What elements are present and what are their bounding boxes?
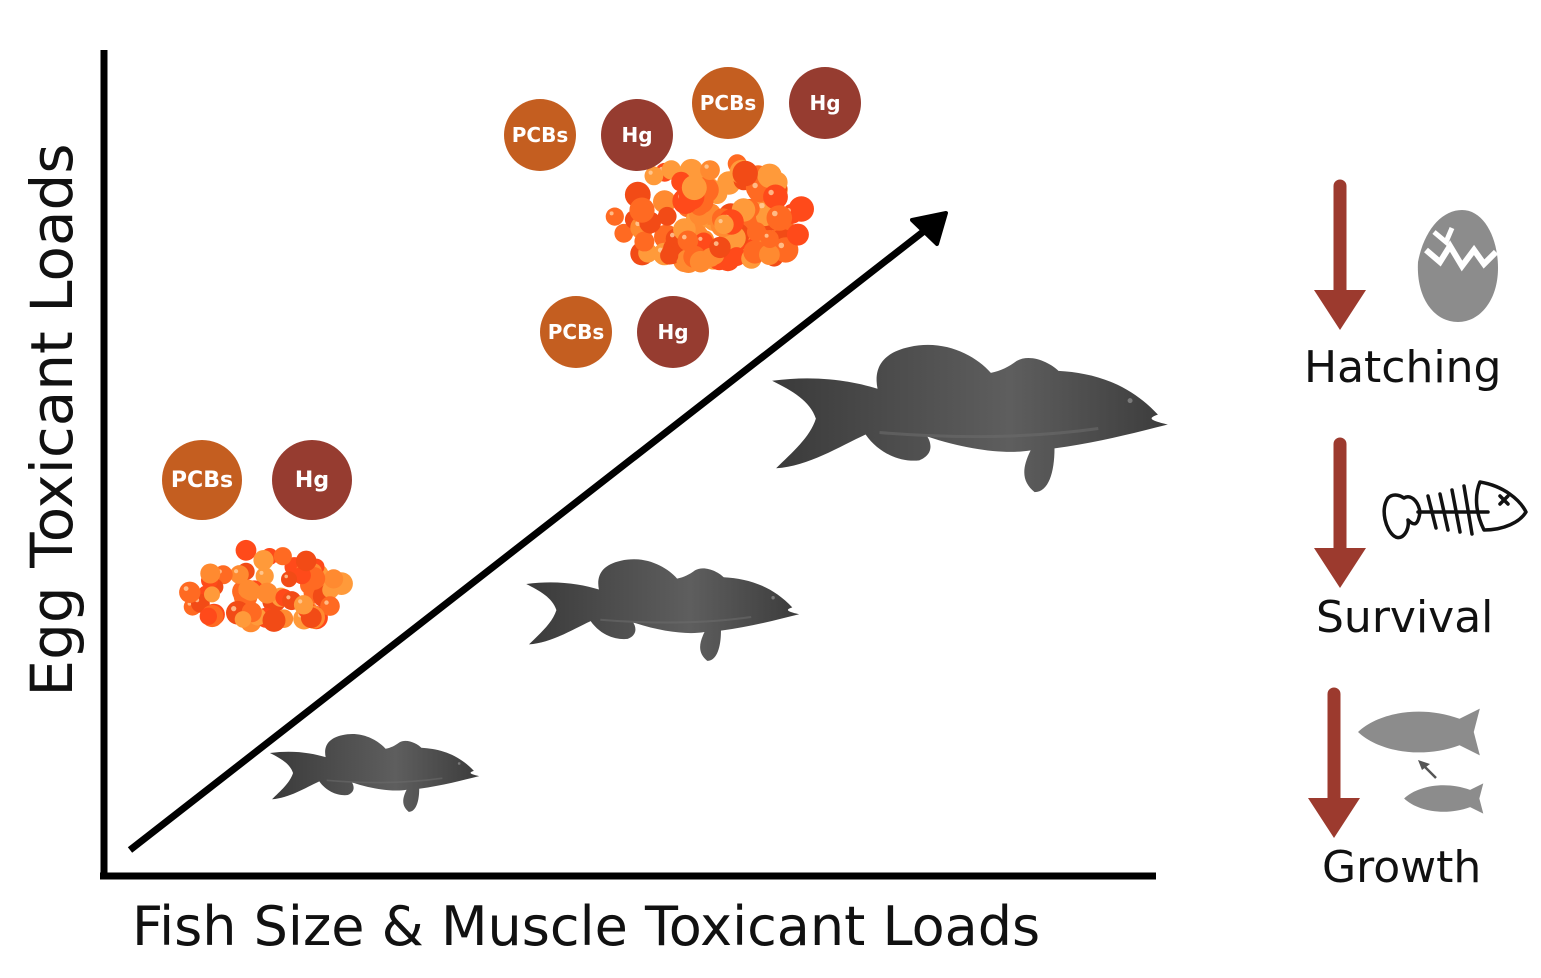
growth-label: Growth: [1322, 842, 1482, 893]
pcbs-badge: PCBs: [692, 67, 764, 139]
fish-egg: [689, 250, 712, 273]
fish-egg: [760, 230, 779, 248]
egg-highlight: [298, 599, 303, 604]
egg-highlight: [752, 182, 758, 189]
fish-egg: [200, 563, 221, 584]
fish-egg: [235, 539, 257, 561]
fish-egg: [677, 230, 699, 252]
hatching-label: Hatching: [1304, 342, 1502, 393]
fish-egg: [256, 582, 278, 604]
fish-egg: [281, 571, 297, 588]
survival-label: Survival: [1316, 592, 1494, 643]
egg-highlight: [324, 600, 329, 605]
large-bass-fish: [770, 343, 1170, 494]
egg-highlight: [768, 189, 774, 196]
fish-egg: [629, 197, 655, 223]
egg-cluster-small: [179, 539, 353, 633]
fish-egg: [199, 607, 217, 625]
egg-highlight: [284, 574, 289, 579]
fish-egg: [293, 595, 314, 615]
fish-growth-icon: [1358, 708, 1484, 814]
fish-egg: [634, 231, 655, 252]
egg-highlight: [682, 234, 687, 240]
pcbs-badge: PCBs: [504, 99, 576, 171]
growth-decrease-arrow: [1308, 687, 1360, 838]
egg-highlight: [231, 606, 237, 612]
small-bass-fish: [269, 733, 480, 813]
fish-egg: [605, 207, 624, 226]
egg-highlight: [759, 202, 765, 209]
cracked-egg-icon: [1417, 210, 1499, 322]
egg-highlight: [772, 210, 778, 217]
fish-egg: [700, 160, 720, 181]
fish-egg: [273, 547, 292, 566]
fish-egg: [253, 550, 274, 571]
fish-egg: [234, 611, 252, 628]
egg-highlight: [698, 236, 703, 241]
egg-highlight: [764, 233, 769, 238]
fish-egg: [757, 163, 782, 188]
egg-cluster-large: [605, 154, 814, 273]
hg-badge: Hg: [637, 296, 709, 368]
fish-egg: [614, 223, 634, 243]
egg-highlight: [778, 242, 785, 249]
survival-decrease-arrow: [1314, 437, 1366, 588]
hatching-decrease-arrow: [1314, 179, 1366, 330]
egg-highlight: [183, 586, 189, 591]
fish-egg: [681, 175, 707, 201]
egg-highlight: [718, 219, 723, 224]
fish-egg: [657, 206, 677, 226]
x-axis-title: Fish Size & Muscle Toxicant Loads: [132, 895, 1041, 958]
hg-badge: Hg: [272, 440, 352, 520]
egg-highlight: [704, 164, 709, 169]
fish-egg: [295, 550, 317, 572]
fish-egg: [238, 579, 259, 600]
fish-egg: [324, 569, 344, 589]
fish-egg: [709, 236, 731, 259]
egg-highlight: [648, 170, 653, 175]
fish-egg: [786, 223, 809, 246]
y-axis-title: Egg Toxicant Loads: [18, 143, 86, 697]
egg-highlight: [234, 569, 239, 574]
fish-egg: [763, 184, 788, 210]
egg-highlight: [259, 570, 264, 575]
trend-arrowhead: [910, 211, 948, 246]
pcbs-badge: PCBs: [162, 440, 242, 520]
fish-egg: [660, 246, 679, 265]
fish-egg: [732, 160, 758, 187]
egg-highlight: [286, 595, 291, 600]
trend-arrow: [127, 225, 931, 853]
fish-egg: [759, 244, 780, 265]
fish-egg: [714, 214, 734, 235]
medium-bass-fish: [525, 558, 801, 662]
egg-highlight: [713, 241, 719, 247]
hg-badge: Hg: [601, 99, 673, 171]
fish-skeleton-icon: [1382, 480, 1528, 540]
egg-highlight: [670, 232, 675, 238]
egg-highlight: [609, 211, 614, 216]
fish-egg: [727, 247, 747, 267]
fish-egg: [179, 581, 201, 603]
fish-egg: [262, 608, 286, 632]
fish-egg: [204, 586, 220, 603]
pcbs-badge: PCBs: [540, 296, 612, 368]
hg-badge: Hg: [789, 67, 861, 139]
fish-egg: [766, 205, 793, 231]
